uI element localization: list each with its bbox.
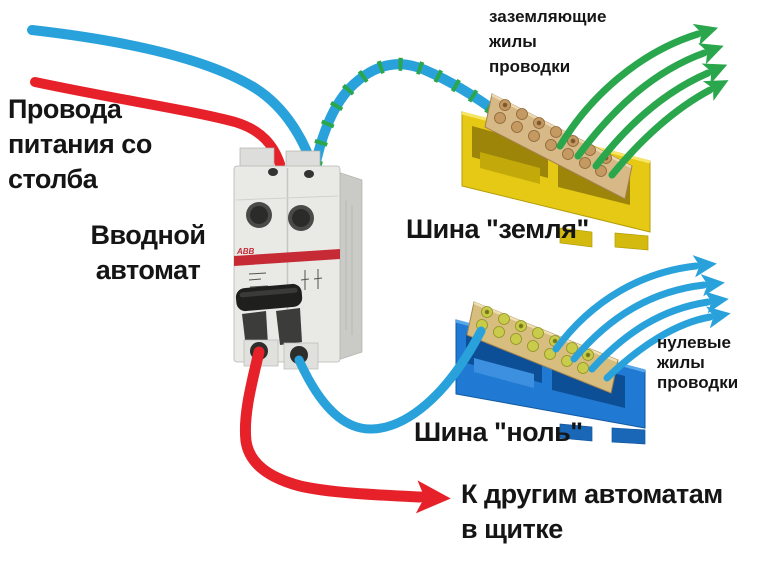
label-line: К другим автоматам [461, 479, 723, 509]
label-line: нулевые [657, 333, 731, 352]
label-line: проводки [489, 57, 571, 76]
label-earth-bus: Шина "земля" [406, 214, 589, 244]
label-line: Провода [8, 94, 122, 124]
green-ground-wires [556, 23, 729, 179]
label-ground-conductors: заземляющие жилы проводки [489, 4, 606, 79]
breaker-red-stripe [234, 249, 340, 266]
label-main-breaker: Вводной автомат [88, 218, 208, 288]
breaker-brand-text: ABB [236, 247, 255, 256]
label-line: проводки [657, 373, 739, 392]
label-line: жилы [657, 353, 705, 372]
breaker-markings [248, 269, 323, 290]
label-line: заземляющие [489, 7, 607, 26]
red-phase-supply-wire [30, 77, 285, 169]
label-line: столба [8, 164, 98, 194]
label-line: автомат [95, 255, 201, 285]
label-neutral-bus: Шина "ноль" [414, 417, 583, 447]
label-line: жилы [489, 32, 537, 51]
label-to-other-breakers: К другим автоматам в щитке [461, 477, 723, 547]
neutral-bus-device [455, 301, 646, 445]
label-line: Вводной [90, 220, 206, 250]
label-neutral-conductors: нулевые жилы проводки [657, 333, 738, 393]
breaker-device: ABB [233, 147, 363, 370]
label-line: питания со [8, 129, 152, 159]
label-line: в щитке [461, 514, 563, 544]
blue-neutral-wires [552, 255, 731, 382]
red-output-wire [239, 346, 451, 514]
blue-neutral-jumper-wire [294, 326, 486, 434]
label-supply-wires: Провода питания со столба [8, 92, 152, 197]
breaker-toggle-handles [235, 283, 303, 348]
